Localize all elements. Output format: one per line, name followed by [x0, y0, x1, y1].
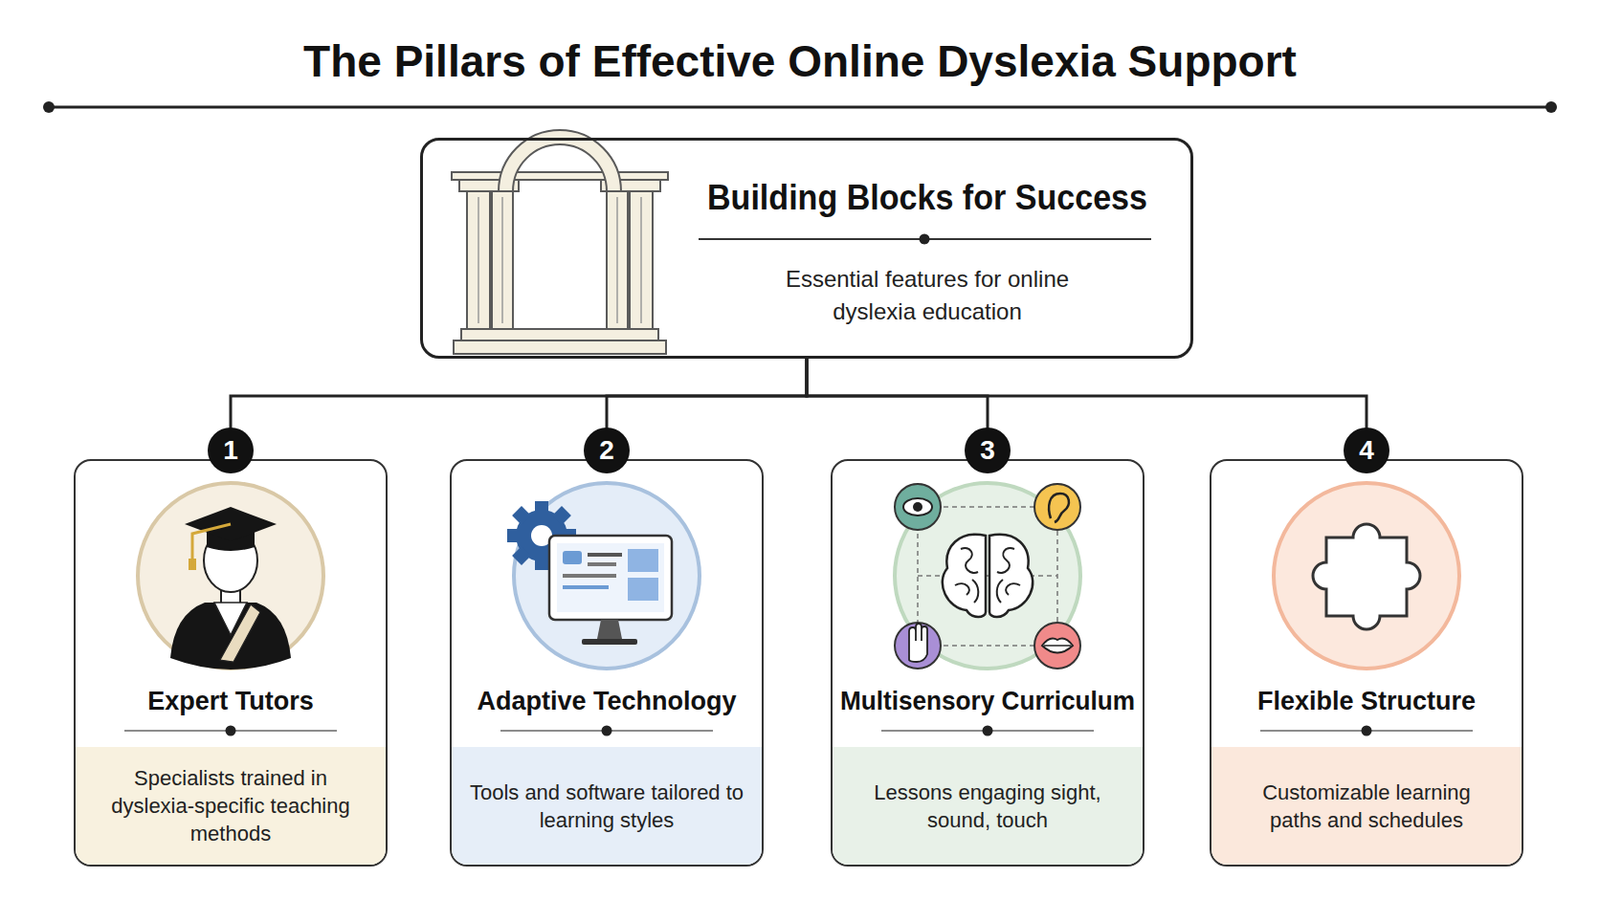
tree-connector [806, 358, 988, 460]
card-heading: Expert Tutors [147, 685, 314, 718]
card-heading: Flexible Structure [1257, 685, 1476, 718]
card-heading: Adaptive Technology [476, 685, 736, 718]
card-body: Customizable learning paths and schedule… [1237, 778, 1496, 835]
rule-dot [43, 101, 55, 113]
technology-icon [507, 483, 700, 669]
puzzle-icon [1273, 483, 1460, 669]
callout-number: 2 [583, 427, 630, 474]
tree-connector [606, 358, 807, 460]
pillar-card: Multisensory CurriculumLessons engaging … [830, 459, 1145, 867]
box-body: Essential features for online dyslexia e… [745, 263, 1110, 329]
summary-box: Building Blocks for SuccessEssential fea… [420, 137, 1194, 359]
arch-illustration [451, 130, 668, 355]
pillar-card: Flexible StructureCustomizable learning … [1209, 459, 1524, 867]
title-rule [48, 106, 1552, 110]
body-band: Specialists trained in dyslexia-specific… [75, 747, 386, 866]
pillar-card: Expert TutorsSpecialists trained in dysl… [73, 459, 388, 867]
pillar-card: Adaptive TechnologyTools and software ta… [449, 459, 764, 867]
rule-dot [1545, 101, 1557, 113]
box-heading: Building Blocks for Success [707, 177, 1148, 220]
multisensory-icon [894, 483, 1081, 669]
card-heading: Multisensory Curriculum [840, 685, 1135, 718]
card-body: Tools and software tailored to learning … [467, 778, 746, 835]
rule-dots [225, 726, 1373, 737]
callout-number: 4 [1343, 427, 1390, 474]
tree-connector [230, 358, 807, 460]
card-body: Lessons engaging sight, sound, touch [872, 778, 1103, 835]
diagram-title: The Pillars of Effective Online Dyslexia… [303, 34, 1297, 89]
callout-number: 1 [207, 427, 254, 474]
tree-connector [806, 358, 1367, 460]
body-band: Lessons engaging sight, sound, touch [832, 747, 1143, 866]
card-body: Specialists trained in dyslexia-specific… [91, 764, 370, 848]
body-band: Customizable learning paths and schedule… [1211, 747, 1522, 866]
card-rules [124, 730, 1473, 733]
callout-number: 3 [964, 427, 1011, 474]
rule-dot [919, 234, 931, 245]
tutor-icon [137, 483, 324, 670]
body-band: Tools and software tailored to learning … [451, 747, 762, 866]
